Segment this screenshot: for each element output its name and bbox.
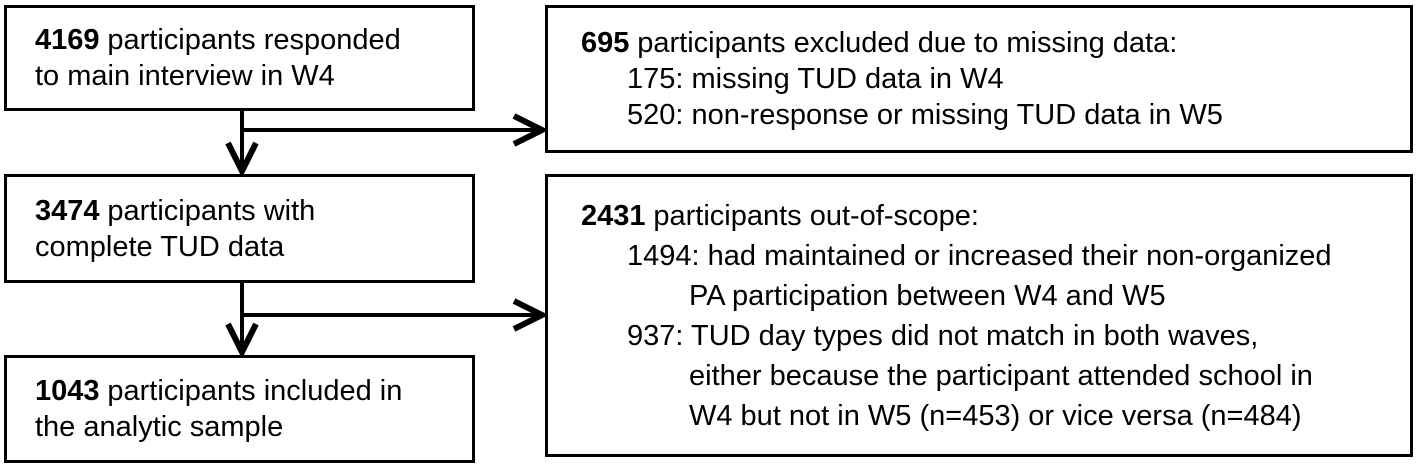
box-complete-tud-line2: complete TUD data [35, 230, 285, 263]
box-excluded-missing-title-text: participants excluded due to missing dat… [637, 27, 1178, 59]
box-out-of-scope-title-text: participants out-of-scope: [653, 199, 979, 232]
count-excluded-missing: 695 [581, 27, 630, 59]
out-of-scope-item-continuation: PA participation between W4 and W5 [689, 279, 1166, 312]
count-responded-w4: 4169 [35, 24, 100, 56]
out-of-scope-item: 1494: had maintained or increased their … [627, 239, 1332, 272]
box-complete-tud-text1: participants with [107, 194, 316, 227]
count-complete-tud: 3474 [35, 194, 100, 227]
out-of-scope-item-continuation: either because the participant attended … [689, 359, 1313, 392]
box-analytic-sample-line2: the analytic sample [35, 411, 284, 443]
excluded-missing-item: 520: non-response or missing TUD data in… [627, 99, 1223, 131]
excluded-missing-item: 175: missing TUD data in W4 [627, 63, 1004, 95]
box-responded-w4-line2: to main interview in W4 [35, 60, 335, 92]
box-analytic-sample-text1: participants included in [107, 375, 403, 407]
count-analytic-sample: 1043 [35, 375, 100, 407]
out-of-scope-item: 937: TUD day types did not match in both… [627, 319, 1259, 352]
box-responded-w4-text1: participants responded [107, 24, 401, 56]
count-out-of-scope: 2431 [581, 199, 646, 232]
out-of-scope-item-continuation: W4 but not in W5 (n=453) or vice versa (… [689, 399, 1302, 432]
